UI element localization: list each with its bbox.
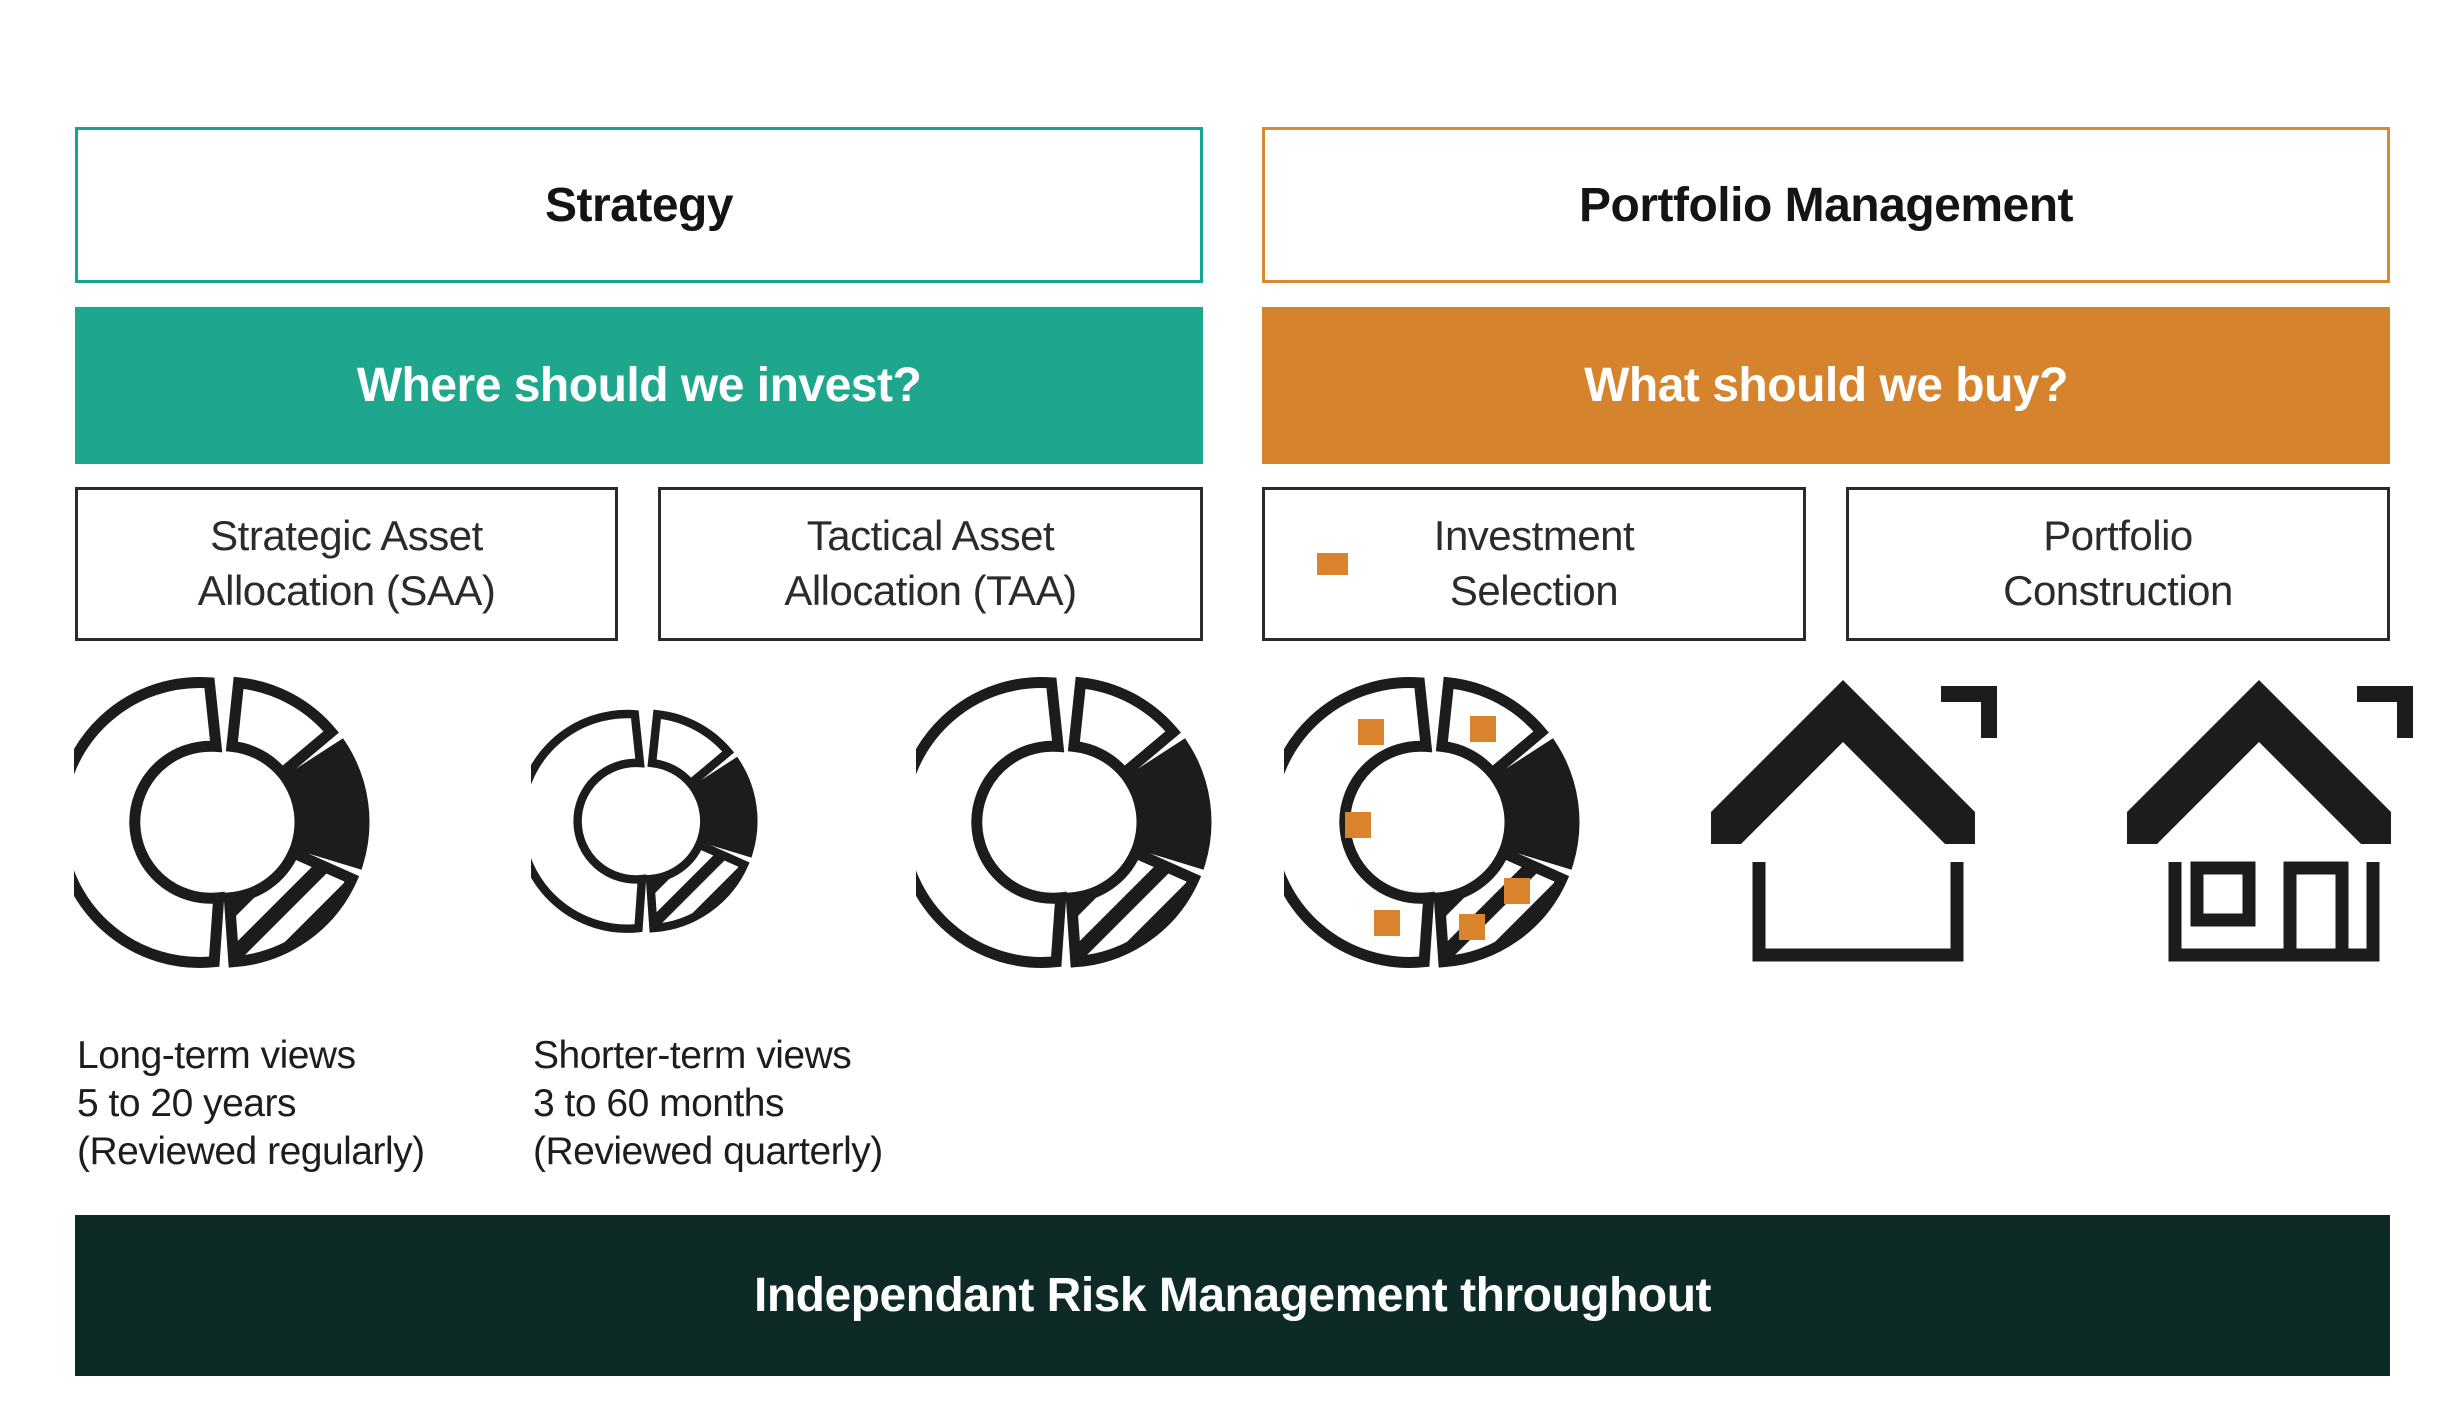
what-buy-label: What should we buy? xyxy=(1584,359,2068,412)
risk-management-banner: Independant Risk Management throughout xyxy=(75,1215,2390,1376)
portfolio-construction-box: Portfolio Construction xyxy=(1846,487,2390,641)
risk-management-label: Independant Risk Management throughout xyxy=(753,1269,1712,1322)
taa-label-line1: Tactical Asset xyxy=(806,512,1055,560)
house-complete-icon xyxy=(2109,672,2439,962)
saa-donut-chart-icon xyxy=(74,672,374,972)
strategy-header-label: Strategy xyxy=(544,178,734,232)
saa-note-line1: Long-term views xyxy=(77,1034,356,1077)
house-frame-icon xyxy=(1693,672,2023,972)
saa-note-line3: (Reviewed regularly) xyxy=(77,1129,425,1173)
investment-selection-line2: Selection xyxy=(1449,567,1619,614)
house-door-icon xyxy=(2283,861,2349,962)
saa-note-line2: 5 to 20 years xyxy=(77,1081,296,1125)
saa-note: Long-term views 5 to 20 years (Reviewed … xyxy=(77,1032,425,1176)
house-window-icon xyxy=(2190,861,2256,927)
taa-note-line1: Shorter-term views xyxy=(533,1034,852,1077)
orange-square-marker-icon xyxy=(1317,553,1348,575)
investment-selection-box: Investment Selection xyxy=(1262,487,1806,641)
where-invest-bar: Where should we invest? xyxy=(75,307,1203,464)
selection-donut-chart-securities-icon xyxy=(1284,672,1584,972)
allocation-donut-chart-icon xyxy=(916,672,1216,972)
what-buy-bar: What should we buy? xyxy=(1262,307,2390,464)
taa-box: Tactical Asset Allocation (TAA) xyxy=(658,487,1203,641)
portfolio-construction-line1: Portfolio xyxy=(2043,512,2193,560)
portfolio-management-header-box: Portfolio Management xyxy=(1262,127,2390,283)
saa-label-line2: Allocation (SAA) xyxy=(197,567,496,614)
saa-label-line1: Strategic Asset xyxy=(210,512,483,560)
where-invest-label: Where should we invest? xyxy=(356,359,922,412)
taa-note: Shorter-term views 3 to 60 months (Revie… xyxy=(533,1032,883,1176)
portfolio-construction-line2: Construction xyxy=(2003,567,2233,614)
strategy-header-box: Strategy xyxy=(75,127,1203,283)
taa-note-line3: (Reviewed quarterly) xyxy=(533,1129,883,1173)
taa-note-line2: 3 to 60 months xyxy=(533,1081,784,1125)
taa-label-line2: Allocation (TAA) xyxy=(784,567,1077,614)
taa-donut-chart-small-icon xyxy=(531,706,761,936)
portfolio-management-header-label: Portfolio Management xyxy=(1578,178,2074,232)
saa-box: Strategic Asset Allocation (SAA) xyxy=(75,487,618,641)
investment-selection-line1: Investment xyxy=(1433,512,1635,560)
security-marker-squares xyxy=(1345,716,1530,940)
